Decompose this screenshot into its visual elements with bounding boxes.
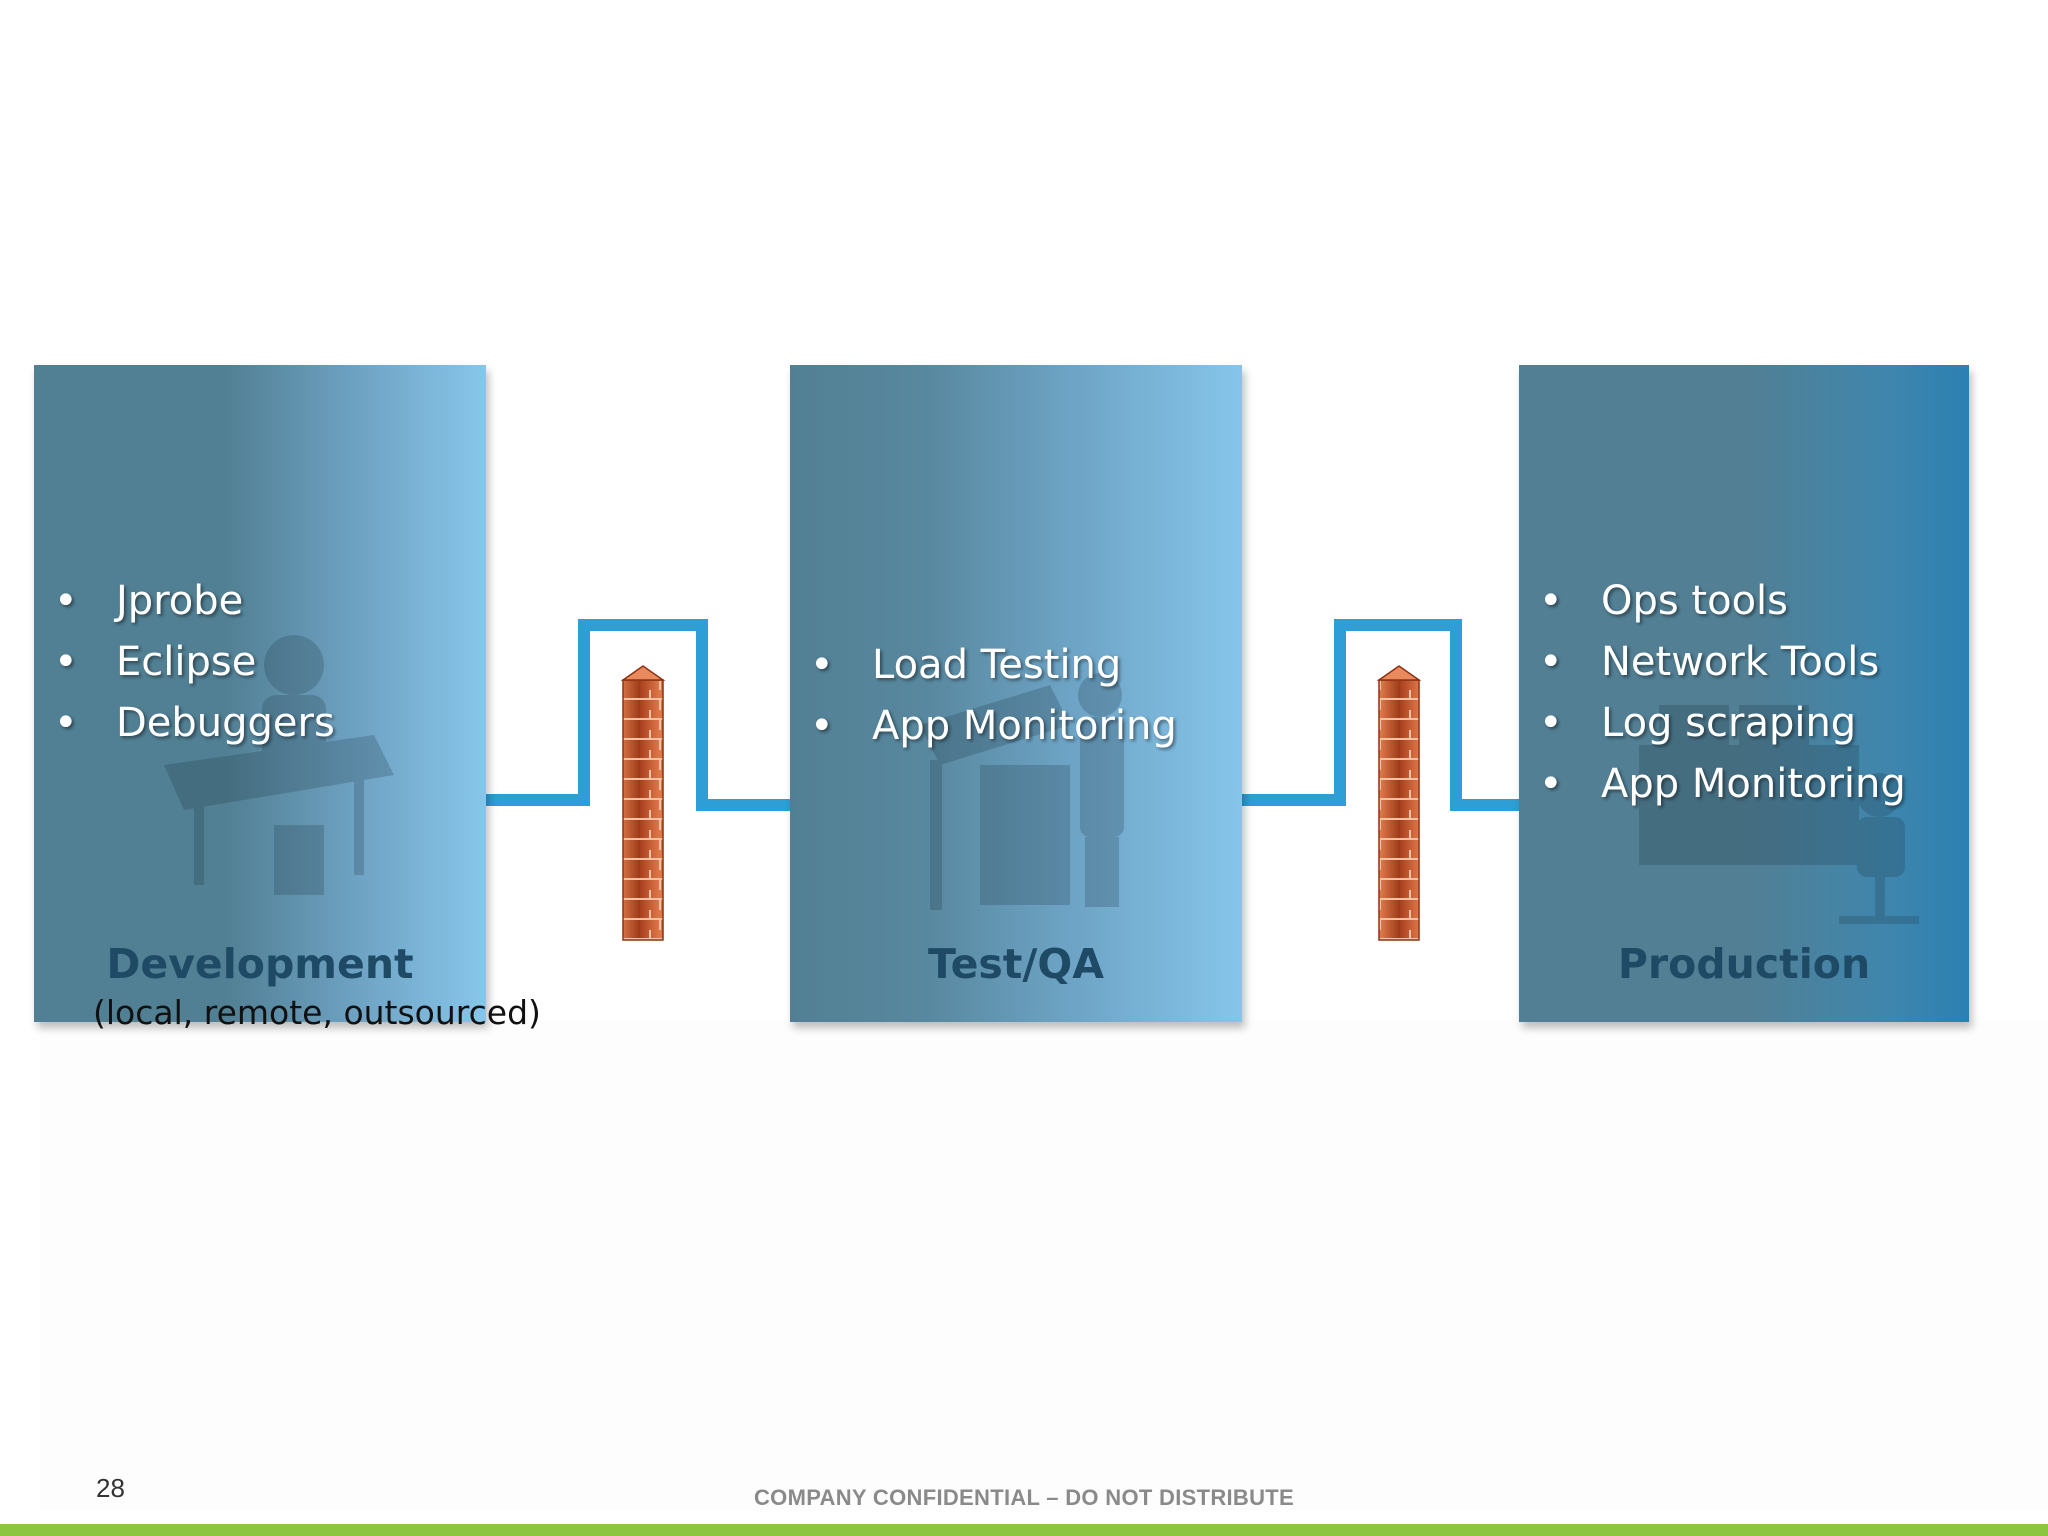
accent-bar <box>0 1524 2048 1536</box>
page-number: 28 <box>96 1473 125 1503</box>
confidential-footer: COMPANY CONFIDENTIAL – DO NOT DISTRIBUTE <box>753 1485 1295 1510</box>
stage-production: Ops tools Network Tools Log scraping App… <box>1519 365 1969 1022</box>
list-item: App Monitoring <box>810 696 1177 757</box>
firewall-icon <box>1376 665 1422 941</box>
list-item: Eclipse <box>54 632 335 693</box>
slide-background <box>40 1020 2048 1510</box>
list-item: Jprobe <box>54 571 335 632</box>
firewall-icon <box>620 665 666 941</box>
stage-title-test-qa: Test/QA <box>928 940 1104 988</box>
development-subtitle: (local, remote, outsourced) <box>93 993 541 1032</box>
stage-title-development: Development <box>106 940 414 988</box>
list-item: Ops tools <box>1539 571 1906 632</box>
list-item: App Monitoring <box>1539 754 1906 815</box>
stage-title-production: Production <box>1617 940 1871 988</box>
stage-development: Jprobe Eclipse Debuggers Development <box>34 365 486 1022</box>
connector-dev-to-test <box>470 619 810 811</box>
production-tool-list: Ops tools Network Tools Log scraping App… <box>1539 571 1906 815</box>
list-item: Debuggers <box>54 693 335 754</box>
list-item: Network Tools <box>1539 632 1906 693</box>
stage-test-qa: Load Testing App Monitoring Test/QA <box>790 365 1242 1022</box>
development-tool-list: Jprobe Eclipse Debuggers <box>54 571 335 754</box>
connector-test-to-prod <box>1242 619 1570 811</box>
test-tool-list: Load Testing App Monitoring <box>810 635 1177 757</box>
list-item: Load Testing <box>810 635 1177 696</box>
list-item: Log scraping <box>1539 693 1906 754</box>
